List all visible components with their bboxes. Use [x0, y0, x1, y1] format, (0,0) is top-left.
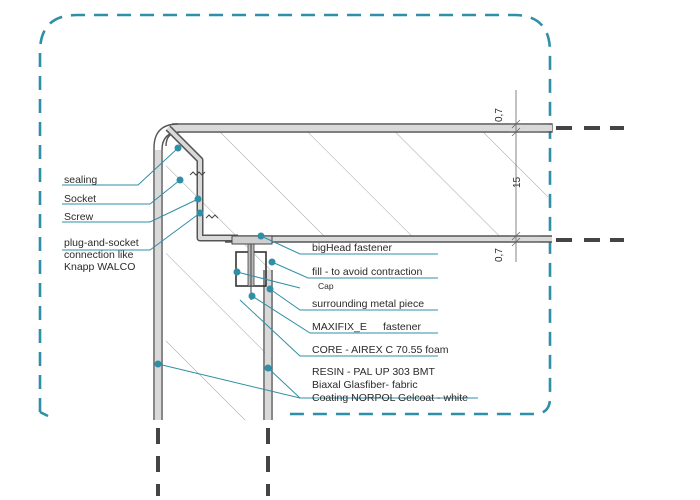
- label-coating: Coating NORPOL Gelcoat - white: [312, 392, 468, 404]
- label-sealing: sealing: [64, 174, 97, 186]
- bottom-continuation: [156, 428, 270, 496]
- screw-lower: [205, 214, 219, 219]
- section-boundary: [38, 13, 552, 416]
- label-core: CORE - AIREX C 70.55 foam: [312, 344, 449, 356]
- screw-upper: [189, 171, 206, 176]
- label-resin: RESIN - PAL UP 303 BMT: [312, 366, 436, 378]
- label-socket: Socket: [64, 193, 96, 205]
- label-fill: fill - to avoid contraction: [312, 266, 422, 278]
- label-screw: Screw: [64, 211, 94, 223]
- label-plug-socket-2: connection like: [64, 249, 134, 261]
- label-maxifix-fastener: fastener: [383, 321, 421, 333]
- outer-corner-skin: [153, 123, 179, 420]
- leader-dots-left: [174, 144, 204, 217]
- right-continuation: [556, 126, 624, 242]
- dimension-middle: 15: [512, 176, 523, 188]
- lower-skin-fill: [230, 236, 552, 242]
- label-maxifix: MAXIFIX_E: [312, 321, 367, 333]
- dimension-lines: [510, 90, 540, 262]
- label-plug-socket-3: Knapp WALCO: [64, 261, 135, 273]
- bighead-fastener: [231, 235, 273, 245]
- label-cap: Cap: [318, 281, 334, 291]
- label-metal-piece: surrounding metal piece: [312, 298, 424, 310]
- label-bighead-fastener: bigHead fastener: [312, 242, 392, 254]
- top-skin-fill: [172, 125, 552, 131]
- dimension-bottom: 0,7: [494, 248, 505, 262]
- label-plug-socket-1: plug-and-socket: [64, 237, 139, 249]
- dimension-top: 0,7: [494, 108, 505, 122]
- label-biaxal: Biaxal Glasfiber- fabric: [312, 379, 418, 391]
- leaders-left: [62, 147, 201, 251]
- inner-vertical-fill: [265, 270, 271, 420]
- leaders-right: [157, 235, 478, 399]
- leader-dots-right: [154, 232, 276, 372]
- outer-vertical-fill: [155, 150, 161, 420]
- boundary-bottom-left: [39, 410, 49, 418]
